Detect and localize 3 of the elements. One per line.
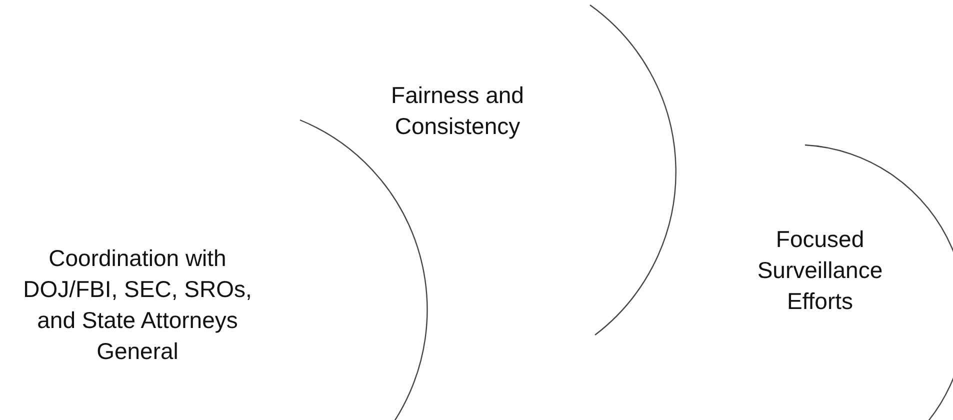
- node-label: Fairness and Consistency: [390, 81, 525, 141]
- node-label: Focused Surveillance Efforts: [756, 225, 884, 316]
- node-label: Coordination with DOJ/FBI, SEC, SROs, and State Attorneys General: [22, 244, 253, 366]
